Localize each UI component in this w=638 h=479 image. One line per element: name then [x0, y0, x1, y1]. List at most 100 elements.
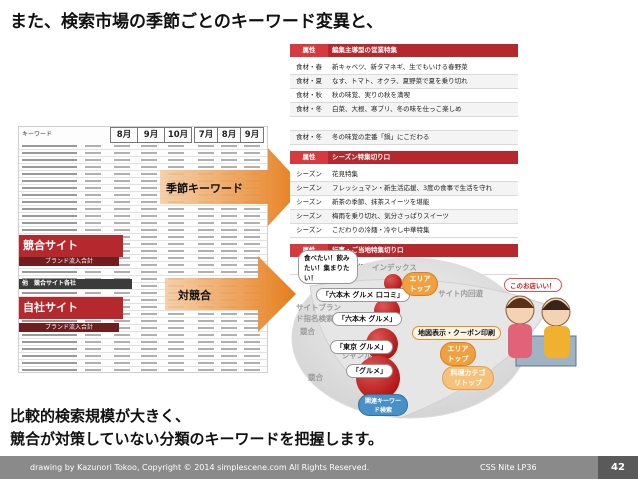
header-title: 行事・ご当地特集切り口 [332, 246, 404, 254]
sheet-cell-bar [244, 215, 260, 217]
sheet-cell-bar [244, 208, 260, 210]
sheet-cell-bar [221, 166, 237, 168]
sheet-cell-bar [198, 327, 214, 329]
sheet-cell-bar [221, 222, 237, 224]
sheet-cell-bar [221, 236, 237, 238]
sheet-cell-bar [198, 320, 214, 322]
sheet-row-label-bar [22, 334, 77, 336]
sheet-cell-bar [244, 271, 260, 273]
sheet-cell-bar [221, 152, 237, 154]
sheet-cell-bar [168, 208, 184, 210]
sheet-cell-bar [114, 145, 130, 147]
sheet-row-label-bar [22, 362, 77, 364]
sheet-cell-bar [141, 292, 157, 294]
sheet-cell-bar [114, 362, 130, 364]
sheet-cell-bar [221, 159, 237, 161]
competitor-arrow-label: 対競合 [178, 289, 211, 302]
sheet-cell-bar [168, 341, 184, 343]
sheet-cell-bar [244, 243, 260, 245]
sheet-cell-bar [168, 222, 184, 224]
sheet-cell-bar [85, 201, 101, 203]
header-title: 編集主導型の営業特集 [332, 46, 397, 54]
sheet-cell-bar [114, 180, 130, 182]
month-header-b3: 9月 [240, 127, 264, 143]
feature-table-row: シーズンこだわりの冷麺・冷やし中華特集 [290, 224, 518, 238]
sheet-row [19, 213, 267, 220]
sheet-cell-bar [85, 194, 101, 196]
row-text: 秋の味覚、実りの秋を満喫 [332, 91, 410, 99]
row-attr: シーズン [296, 198, 322, 206]
sheet-cell-bar [221, 341, 237, 343]
sheet-cell-bar [141, 152, 157, 154]
sheet-cell-bar [168, 236, 184, 238]
sheet-row-label-bar [22, 159, 77, 161]
row-attr: 食材・春 [296, 63, 322, 71]
sheet-cell-bar [114, 215, 130, 217]
sheet-cell-bar [198, 152, 214, 154]
sheet-cell-bar [244, 334, 260, 336]
sheet-cell-bar [244, 257, 260, 259]
sheet-cell-bar [141, 236, 157, 238]
sheet-cell-bar [198, 145, 214, 147]
sheet-row [19, 227, 267, 234]
sheet-cell-bar [221, 320, 237, 322]
header-attr: 属性 [290, 44, 328, 57]
row-attr: シーズン [296, 170, 322, 178]
keyword-dot-1 [384, 274, 402, 292]
sheet-row-label-bar [22, 166, 77, 168]
sheet-cell-bar [114, 222, 130, 224]
sheet-cell-bar [114, 320, 130, 322]
people-illustration [505, 295, 577, 367]
sheet-row-label-bar [22, 320, 77, 322]
sheet-cell-bar [114, 152, 130, 154]
sheet-cell-bar [168, 215, 184, 217]
footer-event: CSS Nite LP36 [480, 463, 537, 472]
gray-label-navigation: サイト内回遊 [438, 289, 483, 298]
feature-table-header: 属性シーズン特集切り口 [290, 151, 518, 164]
sheet-cell-bar [85, 145, 101, 147]
competitor-row-label: 他 競合サイト各社 [19, 279, 132, 289]
sheet-cell-bar [198, 369, 214, 371]
headline-bottom-1: 比較的検索規模が大きく、 [10, 407, 191, 425]
sheet-row-label-bar [22, 180, 77, 182]
sheet-cell-bar [221, 313, 237, 315]
headline-bottom-2: 競合が対策していない分類のキーワードを把握します。 [10, 430, 384, 448]
sheet-cell-bar [198, 334, 214, 336]
sheet-cell-bar [221, 229, 237, 231]
sheet-cell-bar [85, 187, 101, 189]
own-site-band: 自社サイト [19, 297, 123, 319]
keyword-funnel-diagram: 食べたい！飲みたい！集まりたい！ サイトブランド指名検索 サイト内回遊 競合 競… [290, 246, 590, 424]
sheet-row [19, 164, 267, 171]
sheet-cell-bar [114, 159, 130, 161]
row-attr: 食材・秋 [296, 91, 322, 99]
orange-bubble-2: エリアトップ [440, 342, 476, 366]
sheet-cell-bar [85, 229, 101, 231]
header-title: シーズン特集切り口 [332, 153, 391, 161]
sheet-cell-bar [244, 327, 260, 329]
row-text: 冬の味覚の定番「鍋」にこだわる [332, 133, 430, 141]
sheet-cell-bar [244, 145, 260, 147]
sheet-cell-bar [141, 341, 157, 343]
sheet-cell-bar [221, 250, 237, 252]
sheet-cell-bar [168, 250, 184, 252]
sheet-cell-bar [198, 166, 214, 168]
sheet-row [19, 150, 267, 157]
sheet-cell-bar [198, 348, 214, 350]
feature-table-row: 食材・春新キャベツ、新タマネギ、生でもいける春野菜 [290, 61, 518, 75]
sheet-cell-bar [114, 194, 130, 196]
own-site-label: 自社サイト [23, 301, 78, 314]
sheet-cell-bar [141, 243, 157, 245]
sheet-cell-bar [114, 334, 130, 336]
sheet-cell-bar [141, 173, 157, 175]
sheet-cell-bar [244, 236, 260, 238]
sheet-cell-bar [221, 327, 237, 329]
row-text: 白菜、大根、寒ブリ、冬の味を仕っこ楽しめ [332, 105, 462, 113]
seasonal-arrow-label: 季節キーワード [166, 182, 243, 195]
row-attr: 食材・夏 [296, 77, 322, 85]
sheet-cell-bar [141, 320, 157, 322]
sheet-row [19, 220, 267, 227]
sheet-cell-bar [244, 250, 260, 252]
sheet-cell-bar [85, 348, 101, 350]
sheet-cell-bar [168, 159, 184, 161]
